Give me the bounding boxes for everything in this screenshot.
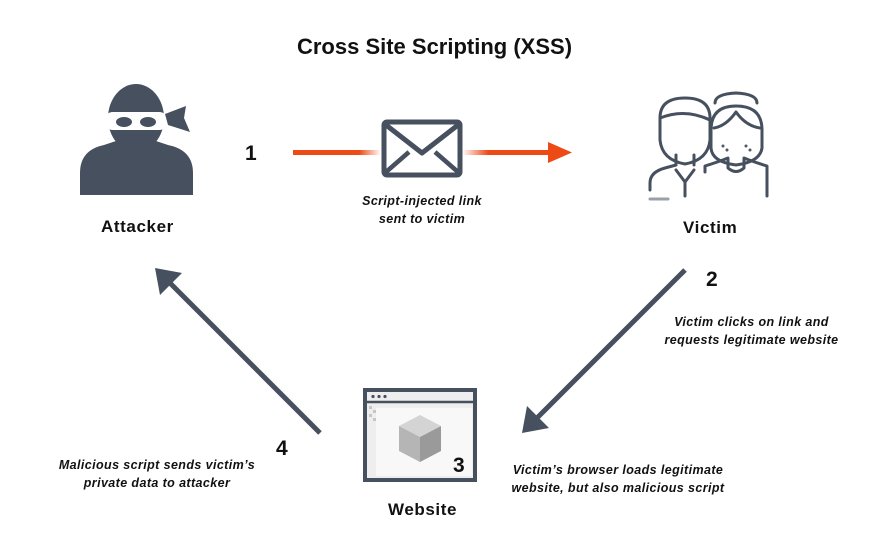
attacker-label: Attacker [101, 217, 174, 236]
website-label: Website [388, 500, 458, 519]
step-2-caption-line: requests legitimate website [664, 333, 839, 347]
victim-freckle [744, 144, 748, 148]
step-3-caption-line: Victim’s browser loads legitimate [512, 463, 724, 477]
step-4-caption-line: Malicious script sends victim’s [58, 458, 256, 472]
victim-freckle [721, 144, 725, 148]
email-arrow [293, 142, 572, 163]
victim-woman-hair [712, 110, 762, 130]
step-2-caption: Victim clicks on link and requests legit… [649, 313, 854, 349]
step-1-caption-line: Script-injected link [362, 194, 482, 208]
attacker-mask-band [104, 112, 168, 130]
victim-woman-body [703, 156, 769, 198]
diagram-title: Cross Site Scripting (XSS) [296, 34, 573, 59]
browser-window-icon [363, 388, 477, 482]
attacker-body [80, 141, 193, 195]
cube-icon [399, 415, 441, 462]
step-3-caption-line: website, but also malicious script [511, 481, 725, 495]
step-1-number: 1 [245, 142, 257, 165]
email-arrow-right-segment [462, 150, 550, 155]
arrow-victim-to-website [522, 268, 687, 433]
victim-woman-head [709, 104, 764, 167]
victim-man-head [658, 96, 712, 166]
victim-label: Victim [683, 218, 738, 237]
step-3-caption: Victim’s browser loads legitimate websit… [494, 461, 742, 497]
step-4-caption-line: private data to attacker [83, 476, 231, 490]
step-2-caption-line: Victim clicks on link and [674, 315, 829, 329]
browser-dot [371, 394, 375, 399]
step-4-caption: Malicious script sends victim’s private … [40, 456, 274, 492]
masked-person-icon [80, 84, 193, 195]
victim-woman-bun [713, 91, 759, 105]
email-arrow-left-segment [293, 150, 381, 155]
victim-freckle [748, 148, 752, 152]
email-arrow-head [548, 142, 572, 163]
step-1-caption-line: sent to victim [378, 212, 466, 226]
step-3-number: 3 [453, 454, 465, 477]
attacker-mask-tails [165, 106, 190, 132]
envelope-icon [381, 119, 463, 178]
browser-dot [377, 394, 381, 399]
attacker-eye-right [140, 117, 156, 127]
step-4-number: 4 [276, 437, 288, 460]
arrow-website-to-attacker [155, 268, 322, 435]
two-people-icon [648, 91, 769, 201]
step-2-number: 2 [706, 268, 718, 291]
browser-dot [383, 394, 387, 399]
attacker-eye-left [116, 117, 132, 127]
victim-freckle [725, 148, 729, 152]
step-1-caption: Script-injected link sent to victim [322, 192, 522, 228]
victim-man-hair [658, 112, 712, 122]
